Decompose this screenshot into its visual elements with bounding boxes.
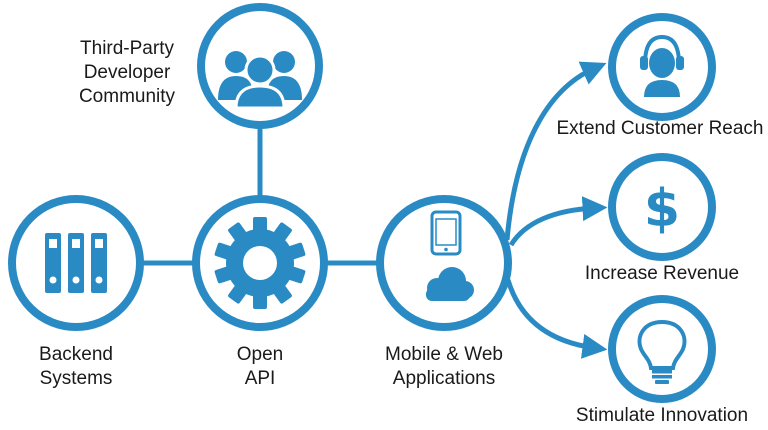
innovation-label: Stimulate Innovation [558,404,766,428]
mobile-web-apps-label-line: Applications [392,368,496,389]
mobile-web-apps-label-line: Mobile & Web [385,344,503,365]
open-api-label: Open API [210,343,310,391]
arrow-to-innovation [505,279,608,359]
smartphone-icon [430,210,462,256]
node-circles [8,3,716,403]
revenue-node [608,153,716,261]
file-binders-icon [45,233,107,293]
cloud-icon [426,267,474,301]
open-api-label-line: API [244,368,276,389]
developer-community-label: Third-Party Developer Community [62,37,192,109]
mobile-web-apps-node [376,195,512,331]
headset-person-icon [640,34,684,97]
developer-community-label-line: Third-Party [80,38,174,59]
open-api-label-line: Open [236,344,284,365]
gear-tooth [253,217,267,233]
dollar-sign-icon: $ [644,179,680,239]
arrow-to-revenue [508,196,608,247]
arrow-to-customer-reach [504,61,607,241]
revenue-label: Increase Revenue [572,262,752,286]
people-group-icon [218,51,302,110]
gear-icon [214,217,306,309]
developer-community-label-line: Developer [83,62,171,83]
backend-systems-label-line: Backend [39,344,113,365]
backend-systems-label: Backend Systems [26,343,126,391]
innovation-label-text: Stimulate Innovation [575,405,749,426]
developer-community-label-line: Community [78,86,176,107]
lightbulb-icon [637,319,687,384]
customer-reach-label: Extend Customer Reach [552,117,768,141]
customer-reach-label-text: Extend Customer Reach [556,118,764,139]
mobile-web-apps-label: Mobile & Web Applications [374,343,514,391]
connectors [143,61,608,359]
gear-tooth [253,293,267,309]
revenue-label-text: Increase Revenue [584,263,740,284]
backend-systems-label-line: Systems [39,368,113,389]
